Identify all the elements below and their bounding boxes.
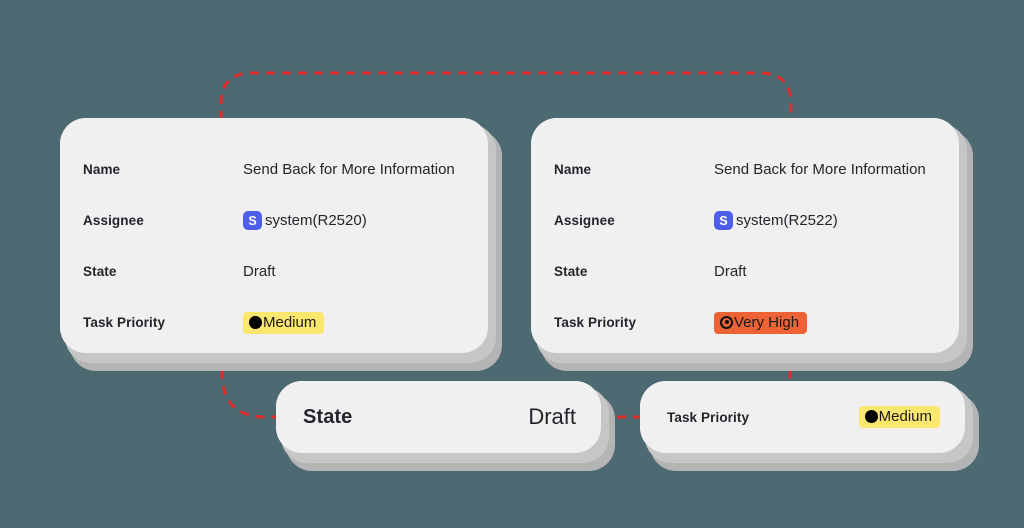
status-badge: Medium xyxy=(243,311,325,334)
avatar: S xyxy=(714,211,733,230)
field-value-state: Draft xyxy=(528,404,576,429)
task-card-r2520[interactable]: Name Send Back for More Information Assi… xyxy=(60,118,502,371)
target-icon xyxy=(720,315,733,329)
field-value-task-priority: Medium xyxy=(858,406,940,428)
field-value-assignee: S system(R2520) xyxy=(243,211,367,230)
field-value-state: Draft xyxy=(243,263,276,280)
filled-circle-icon xyxy=(864,410,878,423)
status-badge: Medium xyxy=(858,406,940,428)
field-value-state: Draft xyxy=(714,263,747,280)
field-row-assignee: Assignee S system(R2520) xyxy=(83,195,468,246)
status-badge: Very High xyxy=(714,311,808,334)
status-badge-label: Medium xyxy=(263,313,317,331)
field-label-name: Name xyxy=(83,162,121,177)
field-label-task-priority: Task Priority xyxy=(554,315,637,330)
card-field-list: Task Priority Medium xyxy=(640,381,965,453)
field-row-name: Name Send Back for More Information xyxy=(83,144,468,195)
field-label-task-priority: Task Priority xyxy=(83,315,166,330)
field-label-assignee: Assignee xyxy=(83,213,144,228)
card-field-list: State Draft xyxy=(276,381,601,453)
assignee-name-label: system(R2522) xyxy=(736,212,838,229)
card-field-list: Name Send Back for More Information Assi… xyxy=(554,144,939,348)
field-row-task-priority: Task Priority Very High xyxy=(554,297,939,348)
field-row-task-priority: Task Priority Medium xyxy=(83,297,468,348)
field-label-state: State xyxy=(554,264,588,279)
field-card-state[interactable]: State Draft xyxy=(276,381,615,471)
field-label-name: Name xyxy=(554,162,592,177)
assignee-name-label: system(R2520) xyxy=(265,212,367,229)
field-label-assignee: Assignee xyxy=(554,213,615,228)
field-row-state: State Draft xyxy=(554,246,939,297)
avatar: S xyxy=(243,211,262,230)
field-row-state: State Draft xyxy=(83,246,468,297)
card-field-list: Name Send Back for More Information Assi… xyxy=(83,144,468,348)
field-label-task-priority: Task Priority xyxy=(667,409,750,425)
field-row-assignee: Assignee S system(R2522) xyxy=(554,195,939,246)
filled-circle-icon xyxy=(249,315,262,329)
status-badge-label: Medium xyxy=(878,408,932,425)
field-label-state: State xyxy=(83,264,117,279)
card-surface xyxy=(276,381,601,453)
field-row-state: State Draft xyxy=(303,404,576,430)
field-value-task-priority: Very High xyxy=(714,311,808,334)
connector-top-arc xyxy=(219,71,793,120)
field-card-task-priority[interactable]: Task Priority Medium xyxy=(640,381,979,471)
field-value-task-priority: Medium xyxy=(243,311,325,334)
status-badge-label: Very High xyxy=(734,313,800,331)
field-label-state: State xyxy=(303,405,353,428)
field-row-task-priority: Task Priority Medium xyxy=(667,406,940,428)
field-value-name: Send Back for More Information xyxy=(714,161,926,178)
task-card-r2522[interactable]: Name Send Back for More Information Assi… xyxy=(531,118,973,371)
field-row-name: Name Send Back for More Information xyxy=(554,144,939,195)
field-value-assignee: S system(R2522) xyxy=(714,211,838,230)
field-value-name: Send Back for More Information xyxy=(243,161,455,178)
